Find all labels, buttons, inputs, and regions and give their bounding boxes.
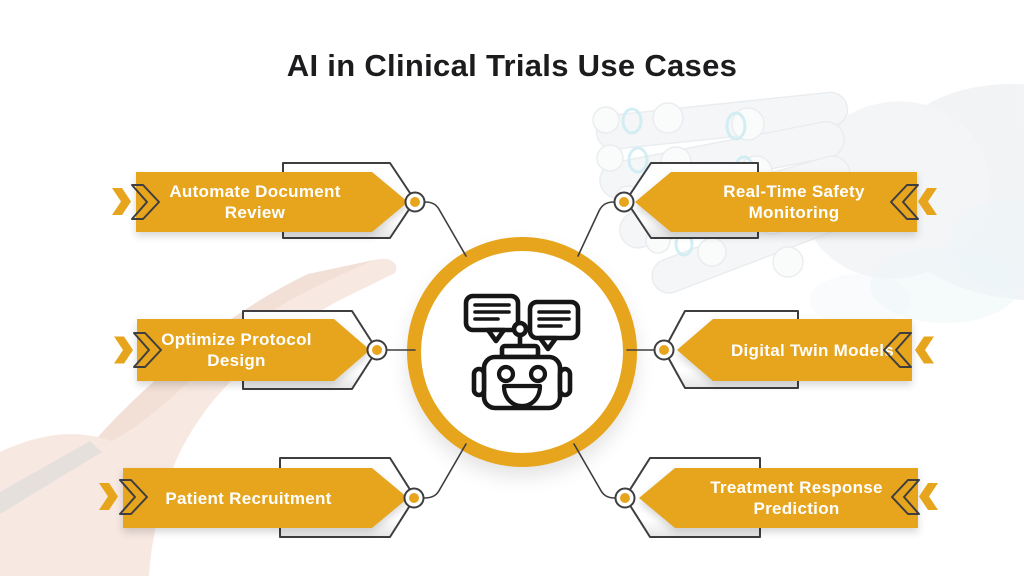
- banner-label: Review: [224, 203, 286, 222]
- sleeve-edge-image: [0, 441, 102, 514]
- chatbot-icon: [463, 293, 581, 411]
- banner-label: Real-Time Safety: [723, 182, 865, 201]
- robot-eye-icon: [496, 364, 516, 384]
- connector-dot: [653, 339, 675, 361]
- banner-label: Patient Recruitment: [165, 488, 332, 508]
- banner-label: Design: [207, 351, 266, 370]
- banner-shape: Automate Document Review: [136, 172, 408, 232]
- use-case-banner-real-time-safety-monitoring: Real-Time Safety Monitoring: [635, 172, 917, 232]
- banner-shape: Treatment Response Prediction: [639, 468, 918, 528]
- banner-shape: Digital Twin Models: [677, 319, 912, 381]
- page-title: AI in Clinical Trials Use Cases: [286, 48, 738, 83]
- banner-label: Automate Document: [169, 182, 341, 201]
- connector-dot: [614, 487, 636, 509]
- connector-dot: [613, 191, 635, 213]
- use-case-banner-digital-twin-models: Digital Twin Models: [677, 319, 912, 381]
- connector-dot: [366, 339, 388, 361]
- chevron-right-solid-icon: [114, 336, 133, 364]
- banner-shape: Optimize Protocol Design: [137, 319, 370, 381]
- center-circle: [407, 237, 637, 467]
- banner-label: Treatment Response: [710, 478, 883, 497]
- chevron-left-solid-icon: [918, 188, 937, 215]
- connector-line: [424, 201, 467, 257]
- chevron-right-solid-icon: [112, 188, 131, 215]
- connector-dot: [404, 191, 426, 213]
- human-hand-image: [0, 258, 397, 576]
- use-case-banner-patient-recruitment: Patient Recruitment: [123, 468, 408, 528]
- banner-label: Prediction: [753, 499, 840, 518]
- chevron-right-solid-icon: [99, 483, 118, 510]
- banner-label: Monitoring: [748, 203, 840, 222]
- robot-eye-icon: [528, 364, 548, 384]
- connector-line: [573, 443, 616, 499]
- chevron-left-solid-icon: [919, 483, 938, 510]
- connector-line: [577, 201, 615, 257]
- use-case-banner-automate-document-review: Automate Document Review: [136, 172, 408, 232]
- connector-line: [423, 443, 467, 499]
- banner-label: Digital Twin Models: [730, 340, 895, 360]
- use-case-banner-treatment-response-prediction: Treatment Response Prediction: [639, 468, 918, 528]
- chevron-left-solid-icon: [915, 336, 934, 364]
- use-case-banner-optimize-protocol-design: Optimize Protocol Design: [137, 319, 370, 381]
- banner-label: Optimize Protocol: [161, 330, 312, 349]
- banner-shape: Real-Time Safety Monitoring: [635, 172, 917, 232]
- banner-shape: Patient Recruitment: [123, 468, 408, 528]
- robot-mouth-icon: [501, 383, 543, 409]
